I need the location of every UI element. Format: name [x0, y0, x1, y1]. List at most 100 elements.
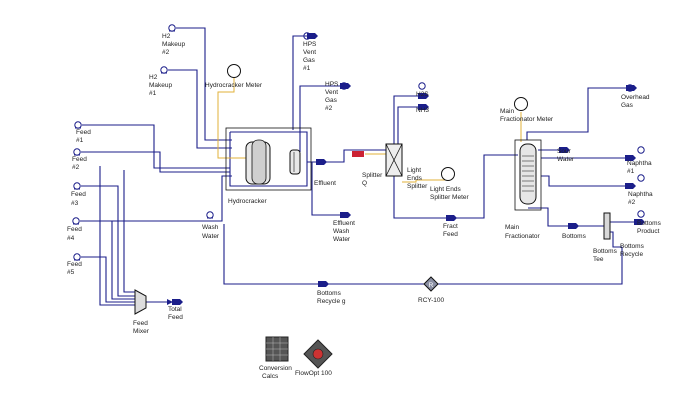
energy-splitter-meter[interactable] — [402, 179, 446, 183]
stream-icon-hps-vent-gas-2[interactable] — [340, 82, 348, 90]
flag-bottoms-recycle-g[interactable] — [318, 281, 329, 287]
hydrocracker-unit[interactable] — [225, 127, 312, 191]
hydrocracker-meter-icon[interactable] — [227, 64, 241, 78]
pipe-overhead-gas[interactable] — [526, 87, 626, 140]
label-nh3: NH3 — [416, 107, 429, 114]
energy-streams — [217, 78, 522, 183]
flag-fract-feed[interactable] — [446, 215, 457, 221]
stream-icon-feed-2[interactable] — [73, 148, 81, 156]
flag-overhead-gas[interactable] — [626, 85, 637, 91]
stream-icon-overhead-gas[interactable] — [626, 84, 634, 92]
label-bottoms: Bottoms — [562, 233, 587, 240]
stream-icon-feed-5[interactable] — [73, 253, 81, 261]
main-fractionator-unit[interactable] — [514, 139, 542, 211]
pipe-bottoms[interactable] — [528, 207, 604, 227]
flag-hps-vent-gas-2[interactable] — [340, 83, 351, 89]
flag-nh3[interactable] — [418, 104, 429, 110]
flag-naphtha-1[interactable] — [625, 155, 636, 161]
stream-icon-feed-1[interactable] — [74, 121, 82, 129]
flag-total-feed[interactable] — [172, 299, 183, 305]
energy-hydrocracker[interactable] — [217, 78, 246, 159]
main-fractionator-meter-icon[interactable] — [514, 97, 528, 111]
conversion-calcs-unit[interactable] — [265, 336, 289, 362]
stream-icon-naphtha-1[interactable] — [637, 146, 645, 154]
stream-icon-feed-4[interactable] — [72, 217, 80, 225]
stream-flags — [172, 33, 645, 305]
label-feed-4: Feed#4 — [67, 226, 82, 242]
pipe-effluent-wash-water[interactable] — [311, 162, 340, 216]
label-feed-5: Feed#5 — [67, 261, 82, 276]
pipe-fract-feed[interactable] — [393, 154, 518, 219]
pipe-feed-5[interactable] — [81, 256, 135, 303]
pipe-feed-2[interactable] — [81, 151, 230, 173]
label-h2s: H2S — [416, 91, 429, 98]
stream-icon-bottoms-product[interactable] — [637, 210, 645, 218]
stream-icon-feed-3[interactable] — [73, 182, 81, 190]
flag-bottoms[interactable] — [568, 223, 579, 229]
pipe-naphtha-2[interactable] — [541, 175, 625, 187]
label-hydrocracker: Hydrocracker — [228, 198, 267, 205]
optimizer-icon — [312, 348, 324, 360]
stream-icon-h2s[interactable] — [418, 82, 426, 90]
pipe-h2-makeup-1[interactable] — [168, 69, 232, 149]
pipe-nh3[interactable] — [397, 106, 418, 144]
stream-icon-h2-makeup-2[interactable] — [168, 24, 176, 32]
pipe-bottoms-recycle[interactable] — [610, 231, 622, 248]
pipe-feed-3[interactable] — [81, 185, 135, 297]
pipe-wash-water[interactable] — [80, 175, 232, 222]
flag-h2s[interactable] — [418, 93, 429, 99]
label-hydrocracker-meter: Hydrocracker Meter — [205, 82, 263, 89]
flag-sour-water[interactable] — [559, 147, 570, 153]
bottoms-tee-unit[interactable] — [603, 212, 611, 240]
flag-hps-vent-gas-1[interactable] — [307, 33, 318, 39]
flag-effluent[interactable] — [316, 159, 327, 165]
pipe-hps-vent-gas-1[interactable] — [292, 35, 307, 130]
label-naphtha-2: Naphtha#2 — [628, 191, 653, 206]
pipe-recycle-return[interactable] — [223, 224, 425, 285]
stream-icon-h2-makeup-1[interactable] — [160, 66, 168, 74]
flag-effluent-wash-water[interactable] — [340, 212, 351, 218]
pipe-bottoms-recycle-g[interactable] — [437, 247, 623, 285]
pipe-h2s[interactable] — [393, 95, 418, 144]
light-ends-splitter-unit[interactable] — [385, 143, 403, 177]
stream-icon-wash-water[interactable] — [206, 211, 214, 219]
flag-bottoms-product[interactable] — [634, 219, 645, 225]
stream-icon-hps-vent-gas-1[interactable] — [303, 32, 311, 40]
label-effluent: Effluent — [314, 180, 336, 187]
flag-splitter-q[interactable] — [352, 151, 364, 157]
feed-mixer-unit[interactable] — [134, 289, 147, 315]
label-flowopt-100: FlowOpt 100 — [295, 370, 332, 377]
label-naphtha-1: Naphtha#1 — [627, 160, 652, 175]
pipe-feed-4[interactable] — [80, 220, 135, 300]
label-feed-2: Feed#2 — [72, 156, 87, 171]
flowopt-100-unit[interactable] — [303, 339, 333, 369]
pipe-feed-1[interactable] — [82, 124, 230, 169]
rcy-100-unit[interactable]: R — [423, 276, 439, 292]
flag-naphtha-2[interactable] — [625, 183, 636, 189]
stream-icon-naphtha-2[interactable] — [637, 174, 645, 182]
light-ends-splitter-meter-icon[interactable] — [441, 167, 455, 181]
pipe-hps-vent-gas-2[interactable] — [299, 85, 340, 152]
svg-text:R: R — [429, 282, 434, 289]
label-rcy-100: RCY-100 — [418, 297, 445, 304]
